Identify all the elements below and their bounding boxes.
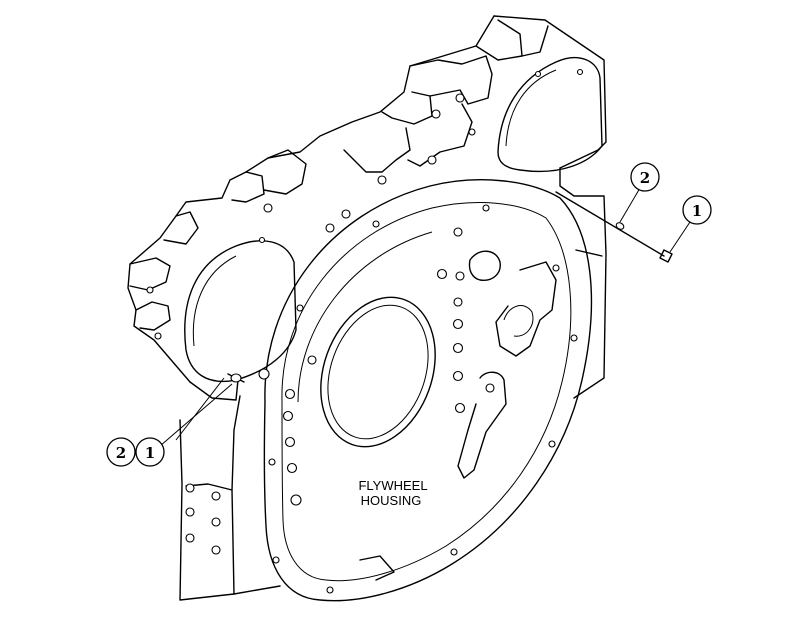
part-label-line1: FLYWHEEL xyxy=(358,478,427,493)
block-holes xyxy=(146,68,584,555)
callout-left-washer-number: 2 xyxy=(116,444,126,462)
flywheel-housing-face xyxy=(263,179,593,602)
face-holes xyxy=(258,204,578,594)
right-bolt-assembly xyxy=(555,187,691,263)
callout-right-washer-number: 2 xyxy=(640,169,650,187)
rear-cover-plates xyxy=(184,57,603,382)
callout-left-washer: 2 xyxy=(106,437,136,467)
callout-left-bolt: 1 xyxy=(135,437,165,467)
callout-right-bolt-number: 1 xyxy=(692,202,702,220)
housing-outline xyxy=(127,15,607,601)
callout-right-washer: 2 xyxy=(630,162,660,192)
callout-right-bolt: 1 xyxy=(682,195,712,225)
part-label-line2: HOUSING xyxy=(361,493,422,508)
callout-left-bolt-number: 1 xyxy=(145,444,155,462)
left-bolt-assembly xyxy=(159,373,245,447)
